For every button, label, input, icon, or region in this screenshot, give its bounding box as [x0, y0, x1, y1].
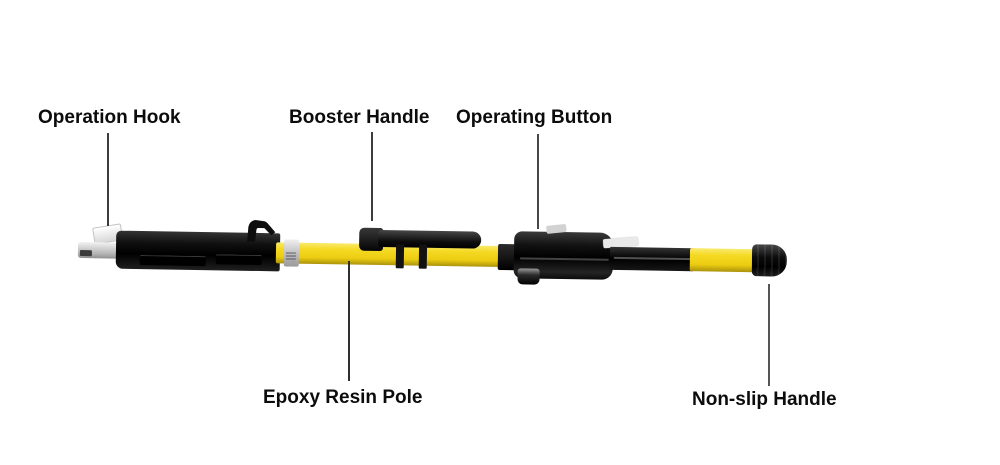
label-booster-handle: Booster Handle	[289, 107, 430, 128]
label-operation-hook: Operation Hook	[38, 107, 181, 128]
head-panel	[139, 255, 206, 267]
leader-line-non-slip-handle	[768, 284, 770, 386]
label-operating-button: Operating Button	[456, 107, 613, 128]
rear-pole-section	[609, 246, 695, 272]
pole-label-collar	[283, 239, 300, 267]
handle-clamp	[418, 244, 428, 269]
leader-line-booster-handle	[371, 132, 373, 221]
head-panel	[215, 254, 262, 266]
hook-tip-base	[77, 242, 122, 259]
operating-button-part	[517, 268, 540, 285]
operating-rod-tool	[77, 218, 790, 302]
leader-line-operation-hook	[107, 133, 109, 226]
booster-handle-part	[378, 229, 482, 249]
non-slip-handle-part	[751, 244, 788, 277]
rear-yellow-section	[689, 248, 757, 273]
handle-clamp	[395, 244, 405, 269]
leader-line-epoxy-resin-pole	[348, 261, 350, 381]
operation-hook-part	[247, 219, 276, 242]
leader-line-operating-button	[537, 134, 539, 229]
label-non-slip-handle: Non-slip Handle	[692, 389, 837, 410]
label-epoxy-resin-pole: Epoxy Resin Pole	[263, 387, 423, 408]
